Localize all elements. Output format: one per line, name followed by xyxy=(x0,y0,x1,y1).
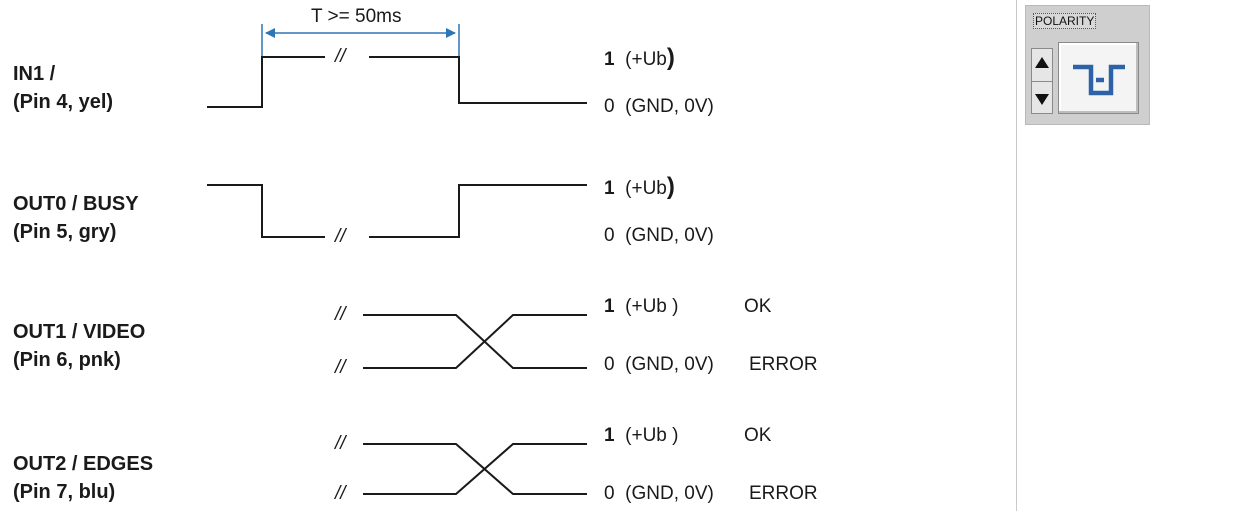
level-paren: ) xyxy=(666,44,675,71)
signal-label-out0: OUT0 / BUSY (Pin 5, gry) xyxy=(13,190,139,246)
status-ok-out1: OK xyxy=(744,296,772,317)
level-high-in1: 1 (+Ub) xyxy=(604,44,675,71)
timing-label: T >= 50ms xyxy=(311,6,402,27)
inverted-pulse-icon xyxy=(1073,64,1125,96)
level-paren: ) xyxy=(666,173,675,200)
spin-up-button[interactable] xyxy=(1032,49,1052,82)
level-number: 0 xyxy=(604,96,615,117)
out2-waveform xyxy=(363,443,587,495)
in1-waveform xyxy=(207,56,587,108)
out1-waveform xyxy=(363,314,587,369)
status-ok-out2: OK xyxy=(744,425,772,446)
level-text: (GND, 0V) xyxy=(625,225,714,246)
level-high-out0: 1 (+Ub) xyxy=(604,173,675,200)
break-mark: // xyxy=(335,357,346,378)
signal-pin: (Pin 7, blu) xyxy=(13,481,116,503)
level-number: 1 xyxy=(604,178,615,199)
level-text: (+Ub ) xyxy=(625,296,679,317)
level-high-out2: 1 (+Ub ) xyxy=(604,425,678,447)
level-low-out1: 0 (GND, 0V) xyxy=(604,354,714,376)
level-low-out0: 0 (GND, 0V) xyxy=(604,225,714,247)
break-mark: // xyxy=(335,226,346,247)
out0-waveform xyxy=(207,184,587,238)
level-number: 0 xyxy=(604,225,615,246)
timing-diagram xyxy=(207,24,587,495)
polarity-label: POLARITY xyxy=(1033,13,1097,29)
polarity-spinner[interactable] xyxy=(1031,48,1053,114)
level-number: 1 xyxy=(604,425,615,446)
level-text: (+Ub xyxy=(625,49,667,70)
panel-divider xyxy=(1016,0,1017,511)
arrow-up-icon xyxy=(1035,57,1049,68)
level-number: 1 xyxy=(604,49,615,70)
signal-label-out2: OUT2 / EDGES (Pin 7, blu) xyxy=(13,450,153,506)
polarity-control: POLARITY xyxy=(1025,5,1150,125)
level-text: (GND, 0V) xyxy=(625,96,714,117)
level-text: (GND, 0V) xyxy=(625,483,714,504)
signal-pin: (Pin 6, pnk) xyxy=(13,349,121,371)
break-mark: // xyxy=(335,304,346,325)
level-number: 0 xyxy=(604,354,615,375)
level-low-out2: 0 (GND, 0V) xyxy=(604,483,714,505)
level-text: (+Ub ) xyxy=(625,425,679,446)
break-mark: // xyxy=(335,433,346,454)
signal-name: OUT2 / EDGES xyxy=(13,453,154,475)
status-error-out1: ERROR xyxy=(749,354,818,375)
signal-name: IN1 / xyxy=(13,63,56,85)
spin-down-button[interactable] xyxy=(1032,82,1052,114)
signal-name: OUT1 / VIDEO xyxy=(13,321,146,343)
signal-label-in1: IN1 / (Pin 4, yel) xyxy=(13,60,113,116)
level-low-in1: 0 (GND, 0V) xyxy=(604,96,714,118)
arrow-down-icon xyxy=(1035,94,1049,105)
signal-label-out1: OUT1 / VIDEO (Pin 6, pnk) xyxy=(13,318,145,374)
signal-name: OUT0 / BUSY xyxy=(13,193,139,215)
level-text: (GND, 0V) xyxy=(625,354,714,375)
signal-pin: (Pin 5, gry) xyxy=(13,221,117,243)
break-mark: // xyxy=(335,46,346,67)
signal-pin: (Pin 4, yel) xyxy=(13,91,114,113)
level-text: (+Ub xyxy=(625,178,667,199)
status-error-out2: ERROR xyxy=(749,483,818,504)
level-high-out1: 1 (+Ub ) xyxy=(604,296,678,318)
level-number: 0 xyxy=(604,483,615,504)
break-mark: // xyxy=(335,483,346,504)
polarity-button[interactable] xyxy=(1058,42,1139,114)
timing-dimension xyxy=(261,24,460,57)
level-number: 1 xyxy=(604,296,615,317)
